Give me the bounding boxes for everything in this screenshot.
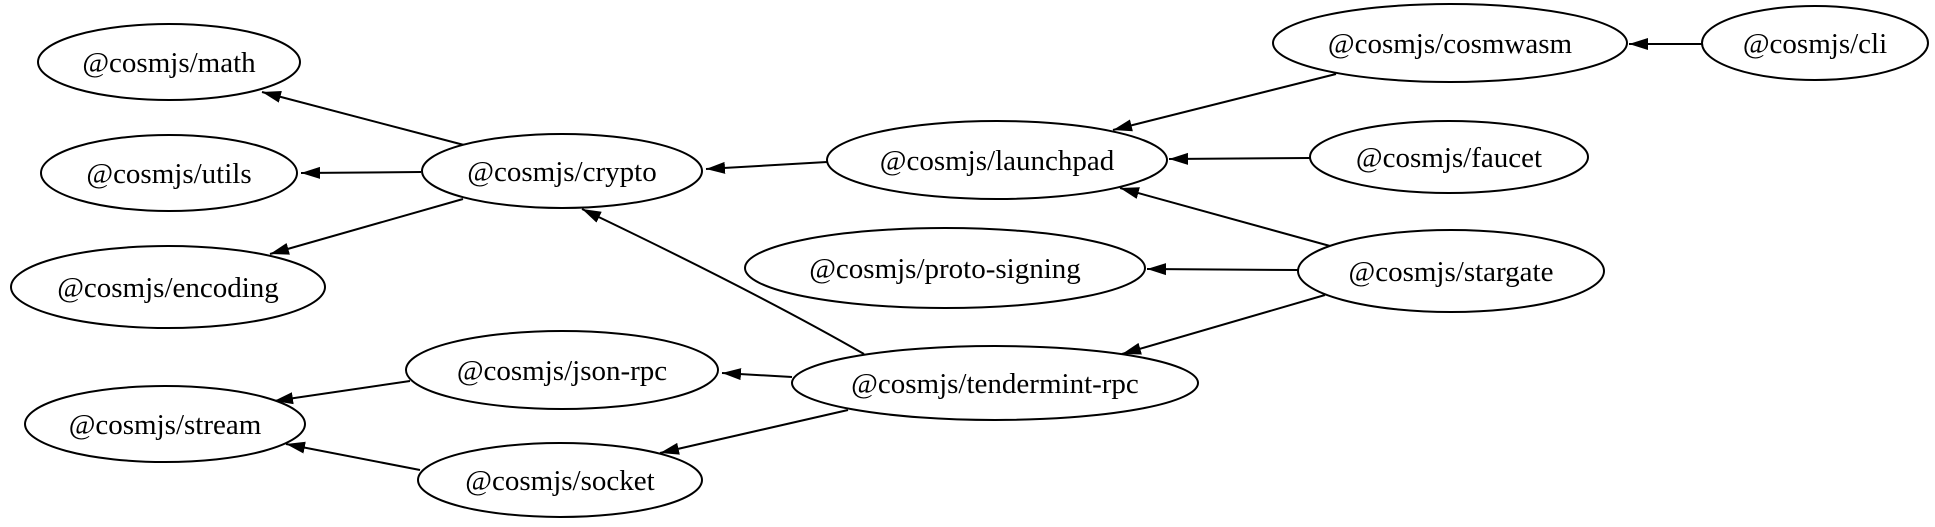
edge-json-rpc-to-stream (273, 380, 411, 405)
edge-launchpad-to-crypto (705, 161, 828, 174)
nodes-layer: @cosmjs/math @cosmjs/utils @cosmjs/encodin… (10, 3, 1929, 518)
node-encoding: @cosmjs/encoding (10, 245, 326, 329)
node-socket: @cosmjs/socket (417, 442, 703, 518)
node-ellipse (826, 120, 1168, 200)
edge-socket-to-stream (285, 441, 421, 471)
edge-crypto-to-math (261, 91, 465, 146)
node-stream: @cosmjs/stream (24, 385, 306, 463)
node-label: @cosmjs/tendermint-rpc (851, 368, 1139, 400)
node-ellipse (1309, 120, 1589, 194)
node-ellipse (1272, 3, 1628, 83)
node-label: @cosmjs/faucet (1356, 142, 1542, 174)
node-label: @cosmjs/utils (86, 158, 251, 190)
edge-crypto-to-utils (300, 166, 422, 179)
node-ellipse (744, 227, 1146, 309)
edge-stargate-to-launchpad (1119, 187, 1331, 247)
node-launchpad: @cosmjs/launchpad (826, 120, 1168, 200)
edge-tendermint-rpc-to-crypto (581, 208, 865, 355)
node-label: @cosmjs/socket (465, 465, 654, 497)
node-ellipse (417, 442, 703, 518)
node-ellipse (10, 245, 326, 329)
node-label: @cosmjs/math (82, 47, 256, 79)
node-label: @cosmjs/encoding (57, 272, 279, 304)
node-crypto: @cosmjs/crypto (421, 133, 703, 209)
node-label: @cosmjs/stargate (1349, 256, 1554, 288)
node-ellipse (24, 385, 306, 463)
edge-tendermint-rpc-to-socket (659, 409, 849, 455)
edge-tendermint-rpc-to-json-rpc (721, 368, 793, 381)
node-json-rpc: @cosmjs/json-rpc (405, 330, 719, 410)
node-proto-signing: @cosmjs/proto-signing (744, 227, 1146, 309)
node-ellipse (40, 134, 298, 212)
edge-stargate-to-proto-signing (1146, 263, 1299, 276)
node-label: @cosmjs/launchpad (880, 145, 1115, 177)
node-cosmwasm: @cosmjs/cosmwasm (1272, 3, 1628, 83)
node-utils: @cosmjs/utils (40, 134, 298, 212)
node-label: @cosmjs/cli (1743, 28, 1887, 60)
node-ellipse (1701, 5, 1929, 81)
node-ellipse (37, 23, 301, 101)
node-tendermint-rpc: @cosmjs/tendermint-rpc (791, 345, 1199, 421)
node-label: @cosmjs/cosmwasm (1328, 28, 1573, 60)
node-faucet: @cosmjs/faucet (1309, 120, 1589, 194)
node-ellipse (405, 330, 719, 410)
node-ellipse (791, 345, 1199, 421)
node-math: @cosmjs/math (37, 23, 301, 101)
node-label: @cosmjs/json-rpc (457, 355, 667, 387)
node-ellipse (421, 133, 703, 209)
node-cli: @cosmjs/cli (1701, 5, 1929, 81)
node-ellipse (1297, 229, 1605, 313)
node-label: @cosmjs/stream (69, 409, 262, 441)
node-stargate: @cosmjs/stargate (1297, 229, 1605, 313)
edges-layer (261, 38, 1702, 471)
edge-faucet-to-launchpad (1168, 152, 1311, 165)
edge-stargate-to-tendermint-rpc (1121, 294, 1326, 355)
node-label: @cosmjs/crypto (467, 156, 656, 188)
node-label: @cosmjs/proto-signing (809, 253, 1081, 285)
edge-cosmwasm-to-launchpad (1112, 73, 1337, 132)
edge-crypto-to-encoding (269, 198, 464, 255)
